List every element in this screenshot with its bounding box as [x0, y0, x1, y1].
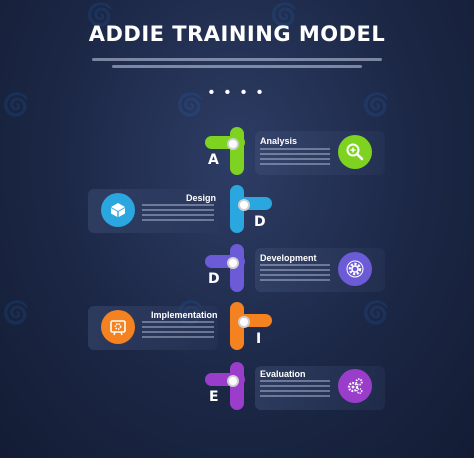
swirl-icon: 🌀 [270, 2, 298, 27]
connector-knob [227, 257, 239, 269]
connector-knob [238, 199, 250, 211]
connector-knob [227, 138, 239, 150]
step-letter: D [208, 271, 220, 287]
subtitle-placeholder-lines [92, 58, 382, 72]
gear-board-icon [101, 310, 135, 344]
page-title: ADDIE TRAINING MODEL [88, 22, 386, 46]
step-letter: D [254, 214, 266, 230]
step-title: Evaluation [260, 369, 306, 379]
swirl-icon: 🌀 [362, 300, 390, 325]
gears-icon [338, 369, 372, 403]
step-connector-vertical [230, 244, 244, 292]
cube-box-icon [101, 193, 135, 227]
step-title: Development [260, 253, 317, 263]
step-letter: E [209, 389, 219, 405]
step-connector-vertical [230, 302, 244, 350]
connector-knob [238, 316, 250, 328]
step-letter: A [208, 152, 219, 168]
magnifier-icon [338, 135, 372, 169]
step-letter: I [256, 331, 262, 347]
step-connector-vertical [230, 185, 244, 233]
step-connector-vertical [230, 127, 244, 175]
step-title: Design [186, 193, 217, 203]
step-title: Implementation [151, 310, 218, 320]
more-indicator: • • • • [208, 84, 266, 101]
swirl-icon: 🌀 [2, 300, 30, 325]
swirl-icon: 🌀 [362, 92, 390, 117]
step-connector-vertical [230, 362, 244, 410]
swirl-icon: 🌀 [2, 92, 30, 117]
step-title: Analysis [260, 136, 298, 146]
gear-cog-icon [338, 252, 372, 286]
connector-knob [227, 375, 239, 387]
swirl-icon: 🌀 [86, 2, 114, 27]
swirl-icon: 🌀 [176, 92, 204, 117]
